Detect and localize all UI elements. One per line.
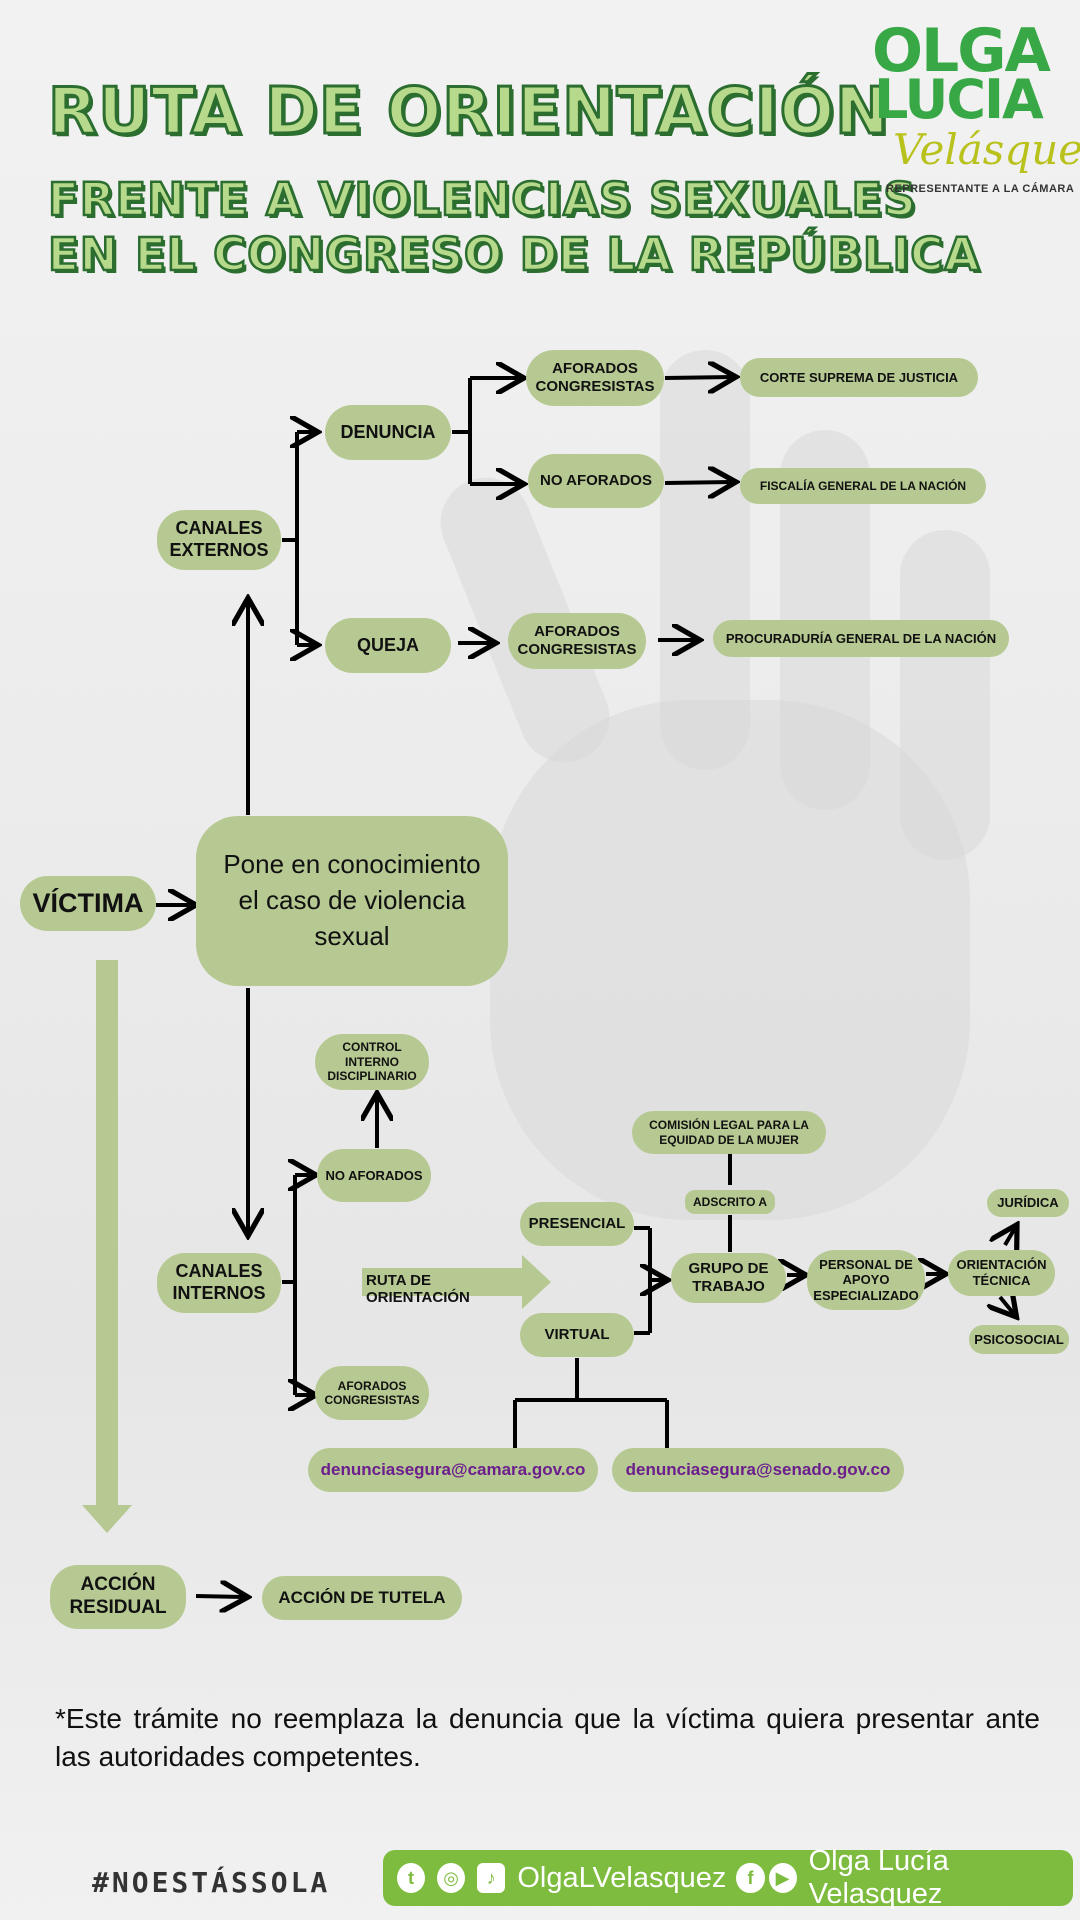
grupo-trabajo-node: GRUPO DE TRABAJO	[671, 1253, 786, 1303]
logo-line-1: OLGA	[872, 16, 1051, 86]
canales-internos-node: CANALES INTERNOS	[157, 1253, 281, 1313]
conocimiento-node: Pone en conocimiento el caso de violenci…	[196, 816, 508, 986]
logo-tagline: REPRESENTANTE A LA CÁMARA	[886, 183, 1075, 195]
victima-node: VÍCTIMA	[20, 876, 156, 931]
social-handle[interactable]: OlgaLVelasquez	[517, 1861, 727, 1894]
background-finger-1	[660, 350, 750, 770]
title-line-1: RUTA DE ORIENTACIÓN	[47, 74, 891, 151]
ruta-orientacion-arrow	[362, 1255, 551, 1309]
aforados-congresistas-interno-node: AFORADOS CONGRESISTAS	[315, 1366, 429, 1420]
comision-node: COMISIÓN LEGAL PARA LA EQUIDAD DE LA MUJ…	[632, 1111, 826, 1154]
personal-apoyo-node: PERSONAL DE APOYO ESPECIALIZADO	[807, 1250, 925, 1310]
youtube-icon[interactable]: ▶	[768, 1863, 797, 1893]
accion-residual-node: ACCIÓN RESIDUAL	[50, 1565, 186, 1629]
facebook-icon[interactable]: f	[736, 1863, 765, 1893]
accion-tutela-node: ACCIÓN DE TUTELA	[262, 1576, 462, 1620]
social-name[interactable]: Olga Lucía Velasquez	[808, 1845, 949, 1910]
presencial-node: PRESENCIAL	[520, 1202, 634, 1246]
denuncia-node: DENUNCIA	[325, 405, 451, 460]
residual-arrow-head	[82, 1505, 132, 1533]
corte-suprema-node: CORTE SUPREMA DE JUSTICIA	[740, 358, 978, 397]
fiscalia-node: FISCALÍA GENERAL DE LA NACIÓN	[740, 468, 986, 504]
aforados-congresistas-queja-node: AFORADOS CONGRESISTAS	[508, 613, 646, 669]
juridica-node: JURÍDICA	[987, 1189, 1069, 1217]
background-finger-3	[900, 530, 990, 860]
twitter-icon[interactable]: t	[397, 1863, 426, 1893]
tiktok-icon[interactable]: ♪	[477, 1863, 506, 1893]
footer-social-bar: t ◎ ♪ OlgaLVelasquez f ▶ Olga Lucía Vela…	[383, 1845, 1073, 1910]
no-aforados-denuncia-node: NO AFORADOS	[528, 454, 664, 508]
orientacion-tecnica-node: ORIENTACIÓN TÉCNICA	[948, 1250, 1055, 1296]
footnote: *Este trámite no reemplaza la denuncia q…	[55, 1703, 1040, 1772]
title-line-3: EN EL CONGRESO DE LA REPÚBLICA	[47, 227, 981, 283]
aforados-congresistas-denuncia-node: AFORADOS CONGRESISTAS	[526, 350, 664, 406]
logo-line-3: Velásquez	[893, 125, 1080, 174]
procuraduria-node: PROCURADURÍA GENERAL DE LA NACIÓN	[713, 620, 1009, 657]
instagram-icon[interactable]: ◎	[437, 1863, 466, 1893]
email-senado-link[interactable]: denunciasegura@senado.gov.co	[612, 1448, 904, 1492]
adscrito-node: ADSCRITO A	[685, 1190, 775, 1214]
control-interno-node: CONTROL INTERNO DISCIPLINARIO	[315, 1034, 429, 1090]
queja-node: QUEJA	[325, 618, 451, 673]
hashtag: #NOESTÁSSOLA	[92, 1866, 331, 1899]
canales-externos-node: CANALES EXTERNOS	[157, 510, 281, 570]
ruta-orientacion-label: RUTA DE ORIENTACIÓN	[366, 1272, 470, 1306]
no-aforados-interno-node: NO AFORADOS	[317, 1149, 431, 1202]
title-line-2: FRENTE A VIOLENCIAS SEXUALES	[47, 172, 917, 228]
residual-arrow-shaft	[96, 960, 118, 1505]
email-camara-link[interactable]: denunciasegura@camara.gov.co	[308, 1448, 598, 1492]
logo-line-2: LUCIA	[874, 68, 1044, 131]
psicosocial-node: PSICOSOCIAL	[969, 1325, 1069, 1354]
virtual-node: VIRTUAL	[520, 1313, 634, 1357]
